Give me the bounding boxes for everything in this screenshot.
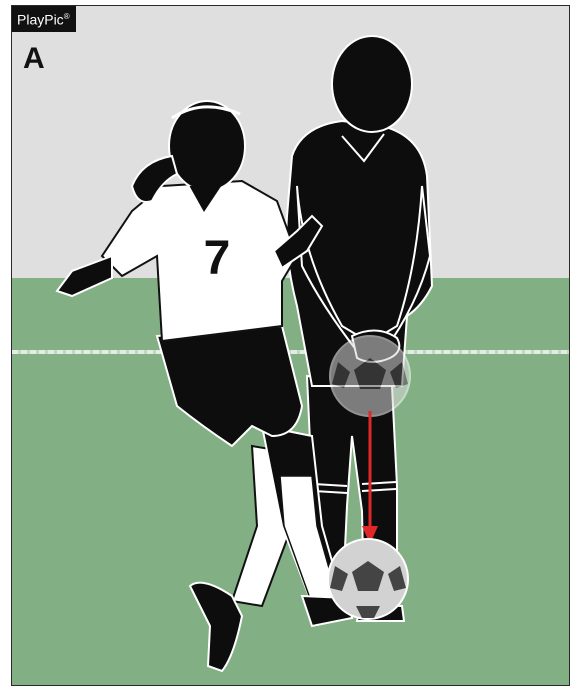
brand-name: PlayPic [17, 12, 64, 28]
play-scene: 7 [12, 6, 570, 686]
illustration-frame: 7 PlayPic® A [11, 5, 570, 686]
registered-mark: ® [64, 12, 70, 21]
jersey-number: 7 [204, 232, 231, 285]
ball-icon [328, 539, 408, 619]
brand-logo: PlayPic® [12, 6, 76, 32]
ghost-ball-icon [330, 336, 410, 416]
panel-label: A [23, 44, 45, 74]
